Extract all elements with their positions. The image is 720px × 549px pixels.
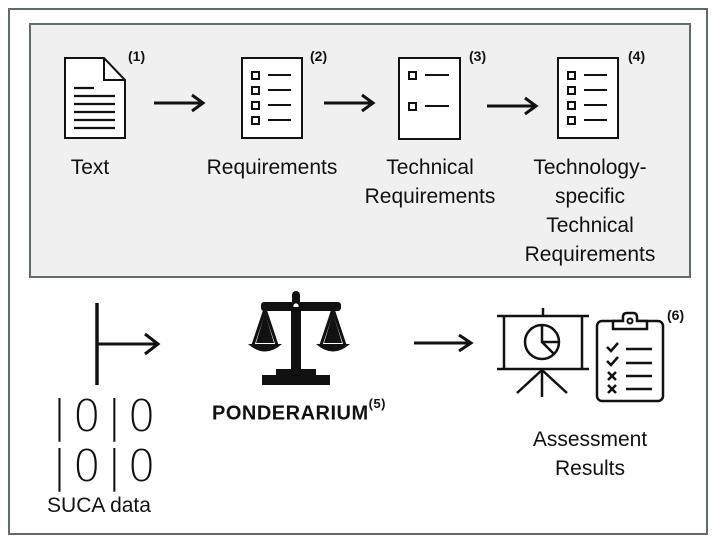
step-number-1: (1)	[128, 48, 146, 64]
label-line: specific	[554, 185, 626, 208]
label-line: Requirements	[524, 243, 656, 266]
label-line: Requirements	[364, 185, 496, 208]
binary-line: |0|0	[52, 441, 162, 492]
step-number-5: (5)	[368, 396, 387, 411]
step-number-6: (6)	[667, 307, 685, 323]
presentation-chart-icon	[497, 308, 589, 397]
binary-line: |0|0	[52, 391, 162, 442]
suca-data-label: SUCA data	[47, 494, 151, 517]
input-branch-arrow-icon	[95, 303, 161, 385]
step-label-technical-requirements: Technical Requirements	[352, 153, 508, 211]
arrow-right-icon	[414, 333, 474, 353]
document-icon	[64, 57, 126, 139]
label-line: Technology-	[533, 156, 647, 179]
step-number-3: (3)	[469, 48, 487, 64]
label-line: Technical	[386, 156, 474, 179]
label-line: Assessment	[532, 428, 648, 451]
checklist-icon	[557, 57, 619, 139]
step-label-technology-specific-technical-requirements: Technology- specific Technical Requireme…	[508, 153, 672, 269]
step-label-text: Text	[70, 156, 110, 179]
step-number-2: (2)	[310, 48, 328, 64]
step-number-4: (4)	[628, 48, 646, 64]
scales-icon	[248, 291, 350, 385]
assessment-results-label: Assessment Results	[510, 425, 670, 483]
label-line: Results	[554, 457, 626, 480]
binary-data-icon: |0|0 |0|0	[52, 392, 162, 492]
label-line: Technical	[546, 214, 634, 237]
arrow-right-icon	[324, 93, 376, 113]
arrow-right-icon	[154, 93, 206, 113]
ponderarium-label: PONDERARIUM(5)	[212, 396, 386, 426]
ponderarium-name: PONDERARIUM	[212, 402, 369, 425]
arrow-right-icon	[487, 96, 539, 116]
step-label-requirements: Requirements	[206, 156, 338, 179]
clipboard-checklist-icon	[595, 311, 665, 403]
short-checklist-icon	[398, 57, 461, 140]
checklist-icon	[241, 57, 303, 139]
